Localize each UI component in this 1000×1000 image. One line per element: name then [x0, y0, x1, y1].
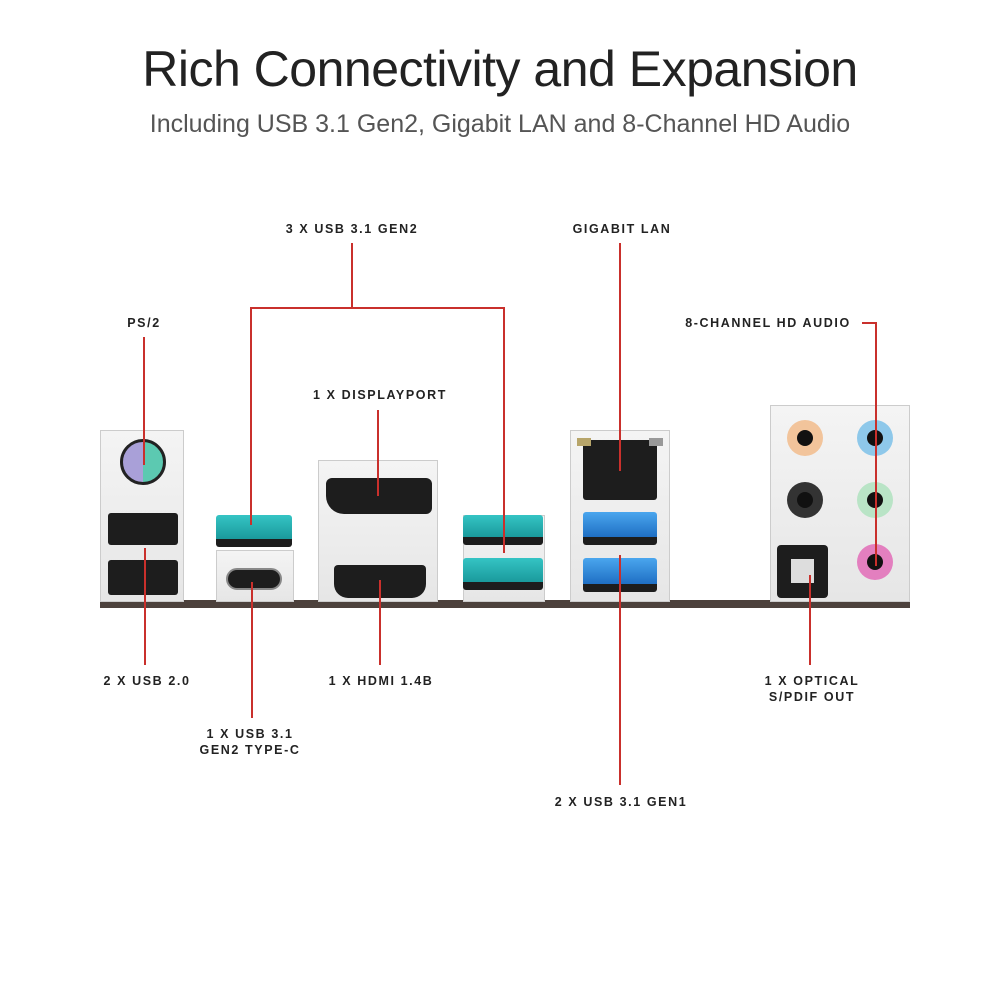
leader-audio: [875, 322, 877, 566]
label-usb31-gen2: 3 X USB 3.1 GEN2: [285, 222, 419, 236]
leader-displayport: [377, 410, 379, 496]
page-subtitle: Including USB 3.1 Gen2, Gigabit LAN and …: [149, 110, 851, 138]
label-usb31-gen1: 2 X USB 3.1 GEN1: [554, 795, 688, 809]
audio-jack-black: [787, 482, 823, 518]
usb20-port-bottom: [108, 560, 178, 595]
usb31-gen1-port-top: [583, 512, 657, 545]
displayport-port: [326, 478, 432, 514]
usb31-gen2-port-c: [463, 558, 543, 590]
label-optical-line1: 1 X OPTICAL: [764, 674, 860, 688]
label-typec-line2: GEN2 TYPE-C: [199, 743, 301, 757]
leader-audio-bar: [862, 322, 877, 324]
lan-led-left: [577, 438, 591, 446]
leader-typec: [251, 582, 253, 718]
optical-spdif-port: [777, 545, 828, 598]
leader-hdmi: [379, 580, 381, 665]
label-optical: 1 X OPTICAL S/PDIF OUT: [765, 673, 860, 705]
label-optical-line2: S/PDIF OUT: [768, 690, 856, 704]
usb-typec-port: [226, 568, 282, 590]
io-shield-base: [100, 600, 910, 608]
leader-ps2: [143, 337, 145, 465]
leader-gen2-stem: [351, 243, 353, 309]
label-hdmi: 1 X HDMI 1.4B: [328, 674, 434, 688]
usb31-gen2-port-a: [216, 515, 292, 547]
page-title: Rich Connectivity and Expansion: [142, 41, 858, 97]
leader-lan: [619, 243, 621, 471]
lan-led-right: [649, 438, 663, 446]
leader-usb20: [144, 548, 146, 665]
leader-gen2-bar: [250, 307, 505, 309]
label-usb20: 2 X USB 2.0: [103, 674, 191, 688]
label-hd-audio: 8-CHANNEL HD AUDIO: [685, 316, 851, 330]
label-gigabit-lan: GIGABIT LAN: [572, 222, 672, 236]
leader-gen2-right: [503, 307, 505, 553]
label-typec: 1 X USB 3.1 GEN2 TYPE-C: [200, 726, 301, 758]
audio-jack-orange: [787, 420, 823, 456]
leader-gen2-left: [250, 307, 252, 525]
label-displayport: 1 X DISPLAYPORT: [313, 388, 447, 402]
label-ps2: PS/2: [127, 316, 161, 330]
usb20-port-top: [108, 513, 178, 545]
leader-optical: [809, 575, 811, 665]
leader-gen1: [619, 555, 621, 785]
label-typec-line1: 1 X USB 3.1: [206, 727, 294, 741]
